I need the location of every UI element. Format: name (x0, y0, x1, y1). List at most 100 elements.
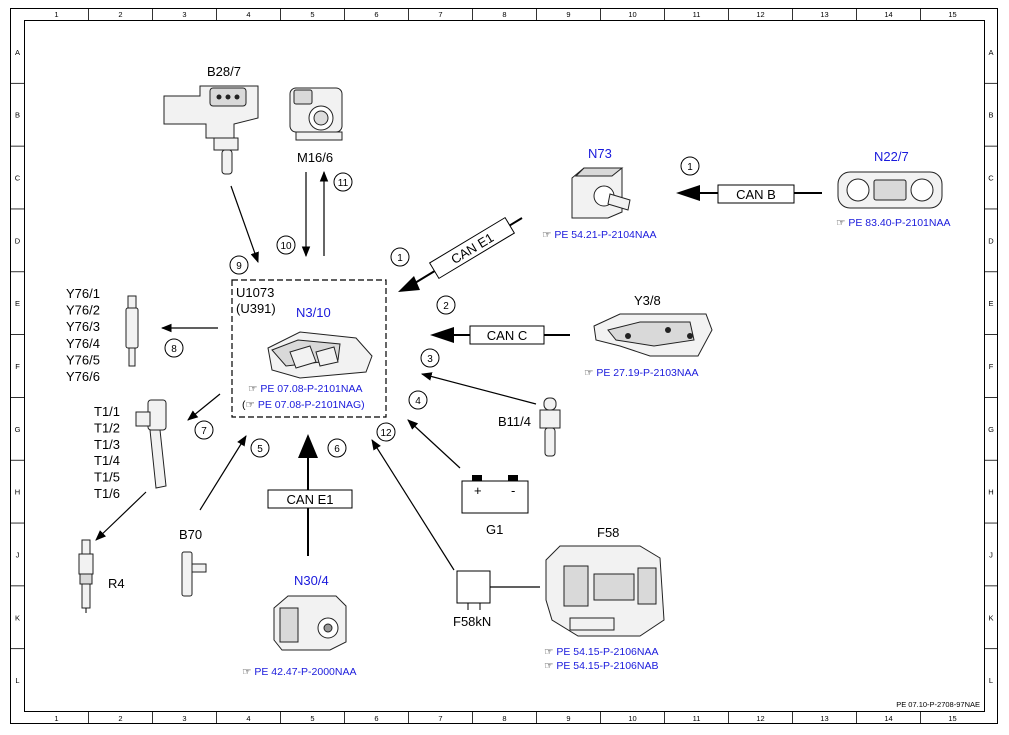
can-c-box (469, 325, 545, 345)
central-ref-1[interactable]: ☞ PE 07.08-P-2101NAA (248, 383, 363, 395)
grid-row-left: E (15, 299, 20, 308)
m16-6-throttle-image (289, 87, 343, 141)
pointer-icon: ☞ (246, 399, 258, 411)
arrow-5 (199, 435, 247, 511)
grid-row-right: K (988, 613, 993, 622)
y76-label: Y76/3 (66, 319, 100, 334)
f58kn-relay-image (456, 570, 491, 610)
callout-4: 4 (415, 396, 421, 407)
central-code: U1073 (236, 285, 274, 300)
arrow-4 (407, 419, 461, 469)
grid-row-left: A (15, 48, 20, 57)
n73-label: N73 (588, 146, 612, 161)
central-ref-2[interactable]: (☞ PE 07.08-P-2101NAG) (242, 399, 365, 411)
grid-row-right: J (989, 550, 993, 559)
y76-label: Y76/6 (66, 369, 100, 384)
t1-label: T1/2 (94, 420, 120, 435)
grid-col-top: 11 (693, 10, 701, 19)
grid-row-right: D (988, 236, 994, 245)
grid-row-left: G (15, 425, 21, 434)
f58-label: F58 (597, 525, 619, 540)
y76-label: Y76/1 (66, 286, 100, 301)
callout-1-left: 1 (397, 253, 403, 264)
document-id: PE 07.10-P-2708-97NAE (896, 700, 980, 709)
n22-7-control-panel-image (837, 171, 943, 209)
grid-col-top: 8 (502, 10, 506, 19)
g1-minus-label: - (511, 483, 515, 498)
f58-ref-1[interactable]: ☞ PE 54.15-P-2106NAA (544, 646, 659, 658)
pointer-icon: ☞ (544, 660, 556, 672)
arrow-9 (230, 185, 259, 264)
grid-row-right: L (989, 676, 993, 685)
grid-col-top: 7 (438, 10, 442, 19)
can-e1-top-box: CAN E1 (428, 216, 516, 280)
grid-col-top: 5 (310, 10, 314, 19)
r4-label: R4 (108, 576, 125, 591)
r4-spark-plug-image (78, 539, 94, 613)
b70-label: B70 (179, 527, 202, 542)
grid-row-left: J (16, 550, 20, 559)
grid-row-left: D (15, 236, 21, 245)
inner-frame (24, 20, 985, 712)
t1-label: T1/4 (94, 453, 120, 468)
y76-label: Y76/5 (66, 352, 100, 367)
n73-ignition-switch-image (571, 167, 631, 219)
grid-col-bottom: 13 (820, 714, 828, 723)
grid-row-right: G (988, 425, 994, 434)
callout-3: 3 (427, 354, 433, 365)
t1-label: T1/3 (94, 437, 120, 452)
n30-4-ref[interactable]: ☞ PE 42.47-P-2000NAA (242, 666, 357, 678)
grid-col-top: 13 (820, 10, 828, 19)
can-e1-bottom-box (267, 489, 353, 509)
grid-col-top: 14 (884, 10, 892, 19)
grid-col-top: 6 (374, 10, 378, 19)
pointer-icon: ☞ (544, 646, 556, 658)
y3-8-label: Y3/8 (634, 293, 661, 308)
t1-label: T1/6 (94, 486, 120, 501)
y76-label: Y76/4 (66, 336, 100, 351)
ecu-n3-10-image (267, 331, 373, 379)
n73-ref[interactable]: ☞ PE 54.21-P-2104NAA (542, 229, 657, 241)
can-e1-bottom-arrowhead (298, 434, 318, 458)
arrow-3 (420, 372, 537, 405)
pointer-icon: ☞ (836, 217, 848, 229)
grid-col-bottom: 4 (246, 714, 250, 723)
y3-8-ref[interactable]: ☞ PE 27.19-P-2103NAA (584, 367, 699, 379)
f58-ref-2[interactable]: ☞ PE 54.15-P-2106NAB (544, 660, 659, 672)
can-c-label: CAN C (487, 328, 527, 343)
b28-7-label: B28/7 (207, 64, 241, 79)
grid-col-bottom: 11 (693, 714, 701, 723)
central-name: N3/10 (296, 305, 331, 320)
grid-row-left: C (15, 174, 21, 183)
b28-7-sensor-image (163, 85, 259, 175)
grid-col-bottom: 3 (182, 714, 186, 723)
grid-col-top: 3 (182, 10, 186, 19)
t1-label: T1/1 (94, 404, 120, 419)
pointer-icon: ☞ (542, 229, 554, 241)
pointer-icon: ☞ (242, 666, 254, 678)
grid-col-bottom: 7 (438, 714, 442, 723)
grid-column-labels: 1122334455667788991010111112121313141415… (54, 8, 957, 724)
grid-col-bottom: 5 (310, 714, 314, 723)
n22-7-ref[interactable]: ☞ PE 83.40-P-2101NAA (836, 217, 951, 229)
grid-col-bottom: 14 (884, 714, 892, 723)
n30-4-label: N30/4 (294, 573, 329, 588)
grid-col-top: 4 (246, 10, 250, 19)
grid-row-right: C (988, 174, 994, 183)
grid-col-top: 15 (948, 10, 956, 19)
g1-label: G1 (486, 522, 503, 537)
arrow-7 (187, 393, 221, 421)
y76-injector-image (125, 295, 139, 367)
callout-5: 5 (257, 444, 263, 455)
can-b-label: CAN B (736, 187, 776, 202)
f58-fuse-box-image (545, 545, 665, 637)
outer-frame (10, 8, 998, 724)
grid-col-bottom: 9 (566, 714, 570, 723)
central-code-alt: (U391) (236, 301, 276, 316)
grid-col-top: 2 (118, 10, 122, 19)
callout-9: 9 (236, 261, 242, 272)
grid-col-bottom: 12 (756, 714, 764, 723)
